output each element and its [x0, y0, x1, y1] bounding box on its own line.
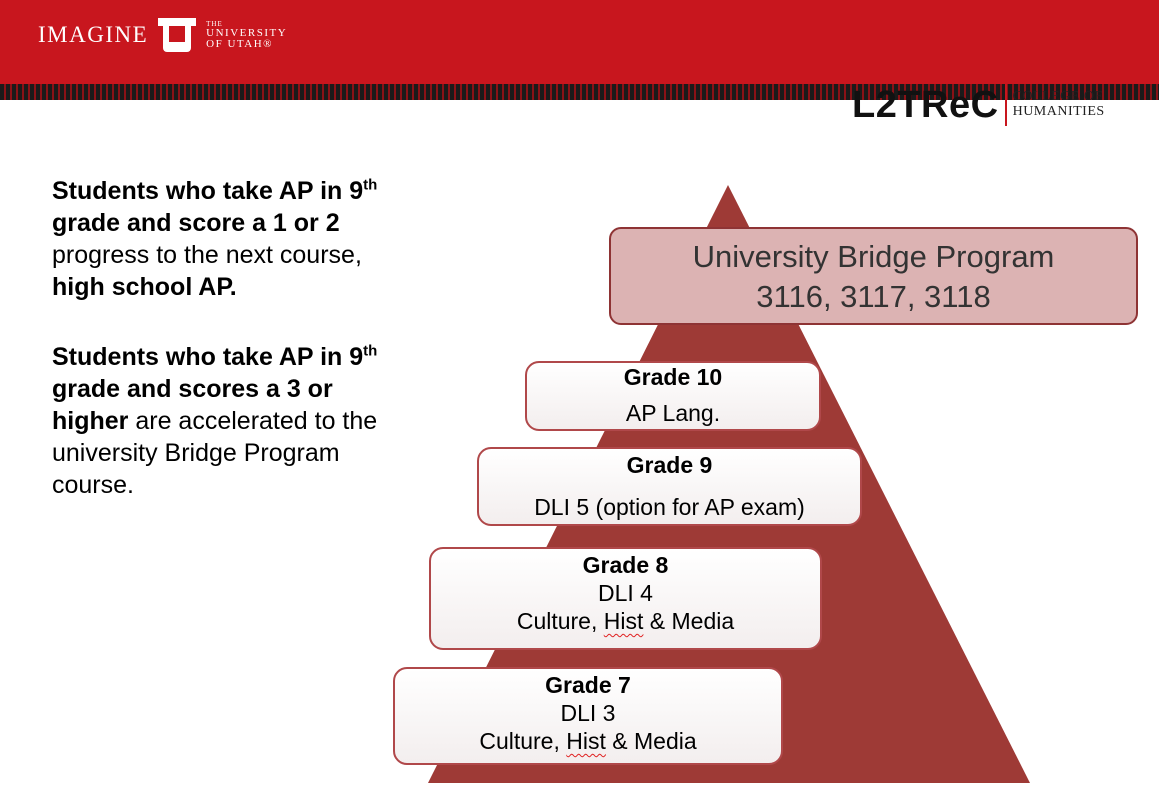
logo-divider [1004, 84, 1007, 126]
l2trec-logo: L2TReC COLLEGE OF HUMANITIES [852, 80, 1105, 130]
univ-name: UNIVERSITY [206, 26, 288, 39]
grade-9-box: Grade 9 DLI 5 (option for AP exam) [477, 447, 862, 526]
grade-7-topics: Culture, Hist & Media [479, 728, 697, 754]
univ-the: THE [206, 19, 223, 28]
grade-7-course: DLI 3 [560, 700, 616, 726]
university-brand: IMAGINE THE UNIVERSITY OF UTAH® [38, 16, 287, 54]
bridge-title: University Bridge Program [692, 239, 1055, 274]
grade-10-course: AP Lang. [625, 400, 721, 426]
paragraph-high-score: Students who take AP in 9th grade and sc… [52, 341, 392, 501]
paragraph-low-score: Students who take AP in 9th grade and sc… [52, 175, 392, 303]
p1-bold2: grade and score a 1 or 2 [52, 209, 340, 237]
grade-8-title: Grade 8 [582, 552, 669, 578]
grade-10-title: Grade 10 [623, 364, 723, 390]
grade-10-box: Grade 10 AP Lang. [525, 361, 821, 431]
p1-plain: progress to the next course, [52, 241, 362, 269]
college-line1: COLLEGE OF [1012, 89, 1103, 105]
explanation-text: Students who take AP in 9th grade and sc… [52, 175, 392, 501]
p2-bold1: Students who take AP in 9 [52, 343, 364, 371]
grade-8-course: DLI 4 [598, 580, 653, 606]
univ-of-utah: OF UTAH® [206, 37, 273, 50]
grade-8-topics: Culture, Hist & Media [516, 608, 735, 634]
l2trec-name: L2TReC [852, 83, 999, 126]
header-bar [0, 0, 1159, 84]
grade-7-box: Grade 7 DLI 3 Culture, Hist & Media [393, 667, 783, 765]
university-bridge-program-box: University Bridge Program 3116, 3117, 31… [609, 227, 1138, 325]
header-stripe [0, 84, 1159, 100]
imagine-word: IMAGINE [38, 22, 149, 47]
bridge-courses: 3116, 3117, 3118 [756, 279, 991, 314]
university-name: THE UNIVERSITY OF UTAH® [206, 19, 288, 50]
grade-9-course: DLI 5 (option for AP exam) [534, 494, 805, 520]
grade-8-box: Grade 8 DLI 4 Culture, Hist & Media [429, 547, 822, 650]
grade-9-title: Grade 9 [626, 452, 713, 478]
p2-sup: th [363, 342, 378, 360]
p2-plain: are accelerated to the university Bridge… [52, 407, 378, 499]
college-line2: HUMANITIES [1012, 104, 1105, 119]
p1-bold3: high school AP. [52, 273, 237, 301]
grade-7-title: Grade 7 [545, 672, 631, 698]
block-u-logo-icon [158, 18, 197, 52]
college-of-humanities: COLLEGE OF HUMANITIES [1013, 90, 1105, 119]
p1-sup: th [363, 176, 378, 194]
p2-bold2: grade and scores a 3 or higher [52, 375, 333, 435]
p1-bold1: Students who take AP in 9 [52, 177, 364, 205]
